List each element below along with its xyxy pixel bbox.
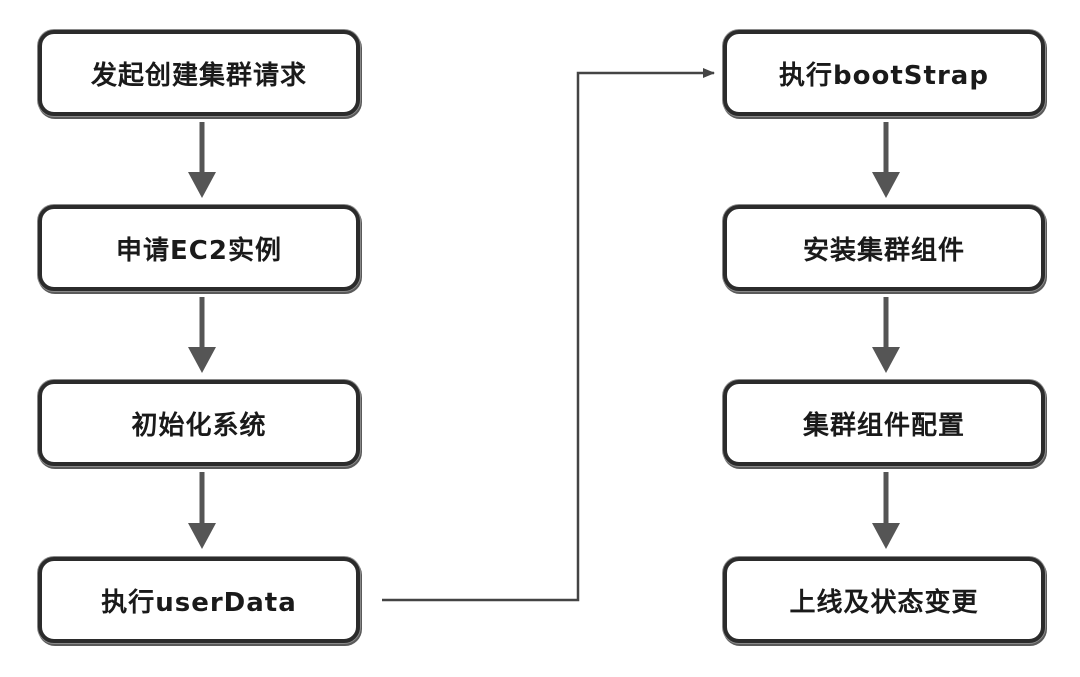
step-label: 安装集群组件 [802,235,965,266]
arrow-step2-to-step3 [188,297,216,373]
step-label: 执行bootStrap [779,60,989,91]
step-go-online-status-change: 上线及状态变更 [723,557,1045,643]
step-configure-cluster-components: 集群组件配置 [723,380,1045,466]
step-run-userdata: 执行userData [38,557,360,643]
step-label: 执行userData [101,587,297,618]
step-install-cluster-components: 安装集群组件 [723,205,1045,291]
connector-step4-to-step5 [382,68,715,602]
step-create-cluster-request: 发起创建集群请求 [38,30,360,116]
step-label: 上线及状态变更 [789,587,979,618]
step-label: 集群组件配置 [802,410,965,441]
step-request-ec2-instance: 申请EC2实例 [38,205,360,291]
step-label: 申请EC2实例 [116,235,282,266]
step-label: 发起创建集群请求 [90,60,307,91]
step-label: 初始化系统 [131,410,267,441]
arrow-step7-to-step8 [872,472,900,549]
arrow-step1-to-step2 [188,122,216,198]
arrow-step5-to-step6 [872,122,900,198]
arrow-step3-to-step4 [188,472,216,549]
step-init-system: 初始化系统 [38,380,360,466]
step-run-bootstrap: 执行bootStrap [723,30,1045,116]
arrow-step6-to-step7 [872,297,900,373]
